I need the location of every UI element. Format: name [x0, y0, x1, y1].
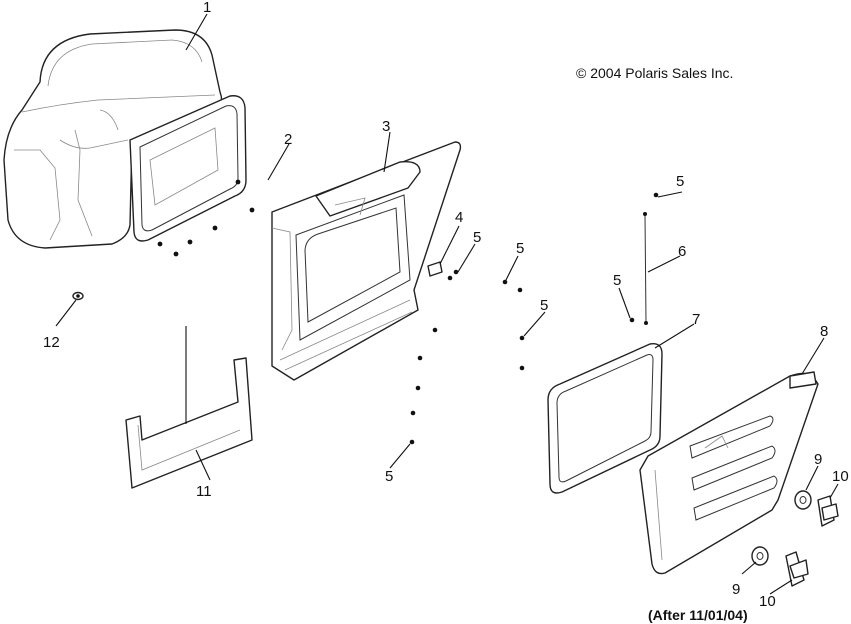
callout-2: 2 [284, 131, 292, 148]
callout-10b: 10 [759, 593, 776, 610]
callout-5a: 5 [473, 229, 481, 246]
latch-clip [427, 261, 443, 277]
callout-12: 12 [43, 334, 60, 351]
date-note: (After 11/01/04) [648, 607, 748, 623]
callout-3: 3 [382, 118, 390, 135]
mounting-frame [271, 141, 462, 381]
grommet [72, 291, 84, 301]
callout-7: 7 [692, 311, 700, 328]
washers-latches [751, 490, 839, 587]
callout-6: 6 [678, 243, 686, 260]
callout-5b: 5 [516, 240, 524, 257]
lid-strap [643, 212, 648, 325]
leader-lines [55, 13, 839, 595]
callout-10a: 10 [832, 468, 849, 485]
box-lid [639, 371, 819, 575]
callout-4: 4 [455, 209, 463, 226]
callout-9a: 9 [814, 451, 822, 468]
callout-5c: 5 [540, 297, 548, 314]
box-screws [157, 179, 255, 257]
callout-8: 8 [820, 323, 828, 340]
callout-5e: 5 [613, 272, 621, 289]
box-opening-gasket [129, 95, 247, 242]
callout-5f: 5 [676, 173, 684, 190]
lid-seal [547, 343, 663, 494]
liner-plate [125, 357, 253, 489]
callout-11: 11 [196, 483, 212, 500]
callout-5d: 5 [385, 468, 393, 485]
callout-9b: 9 [732, 581, 740, 598]
screws [409, 192, 659, 445]
callout-labels: 1 2 3 4 5 5 5 5 5 5 6 7 8 9 9 10 10 11 1… [43, 0, 849, 610]
copyright-text: © 2004 Polaris Sales Inc. [576, 65, 733, 81]
callout-1: 1 [203, 0, 211, 16]
